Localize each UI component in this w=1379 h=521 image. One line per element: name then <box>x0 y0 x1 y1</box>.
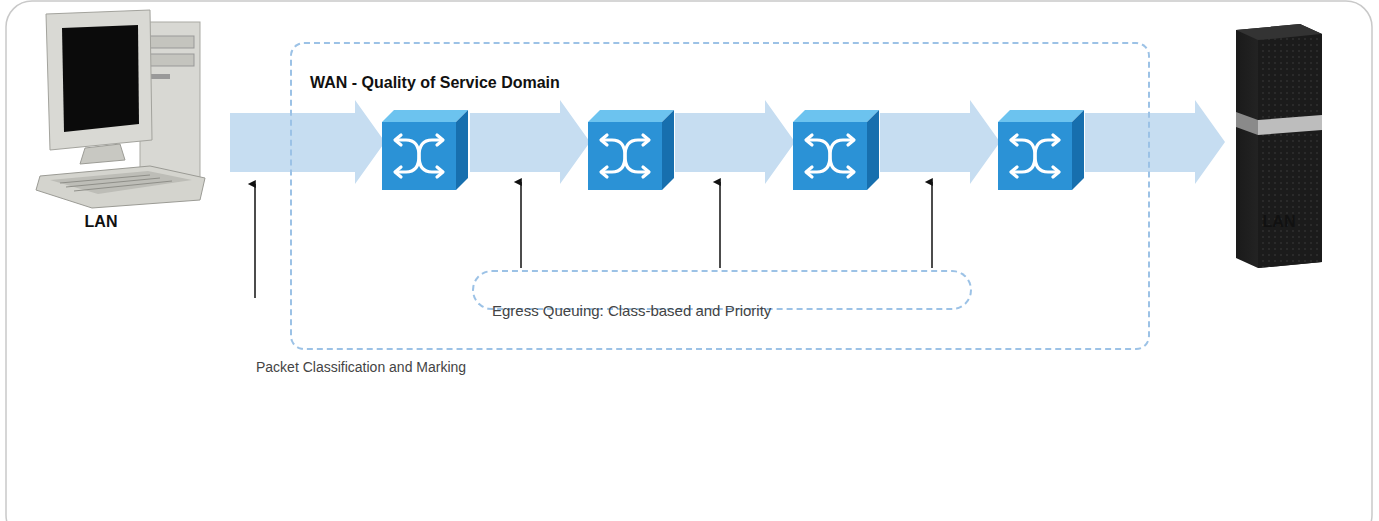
lan-label: LAN <box>1263 213 1296 231</box>
server-illustration <box>1236 24 1322 268</box>
leader-arrow <box>931 182 933 268</box>
computer-illustration <box>36 10 205 208</box>
switch-icons <box>382 110 1084 190</box>
leader-arrow <box>254 184 256 298</box>
switch-icon <box>998 110 1084 190</box>
queue-label: Egress Queuing: Class-based and Priority <box>492 302 771 319</box>
switch-icon <box>588 110 674 190</box>
lan-label: LAN <box>85 213 118 231</box>
classification-note: Packet Classification and Marking <box>256 359 466 375</box>
region-title: WAN - Quality of Service Domain <box>310 74 560 92</box>
outer-frame <box>6 1 1372 521</box>
leader-arrow <box>719 182 721 268</box>
egress-queuing-pill: Egress Queuing: Class-based and Priority <box>472 270 972 310</box>
switch-icon <box>382 110 468 190</box>
leader-arrow <box>520 182 522 268</box>
qos-domain-region: WAN - Quality of Service DomainEgress Qu… <box>290 42 1150 350</box>
switch-icon <box>793 110 879 190</box>
